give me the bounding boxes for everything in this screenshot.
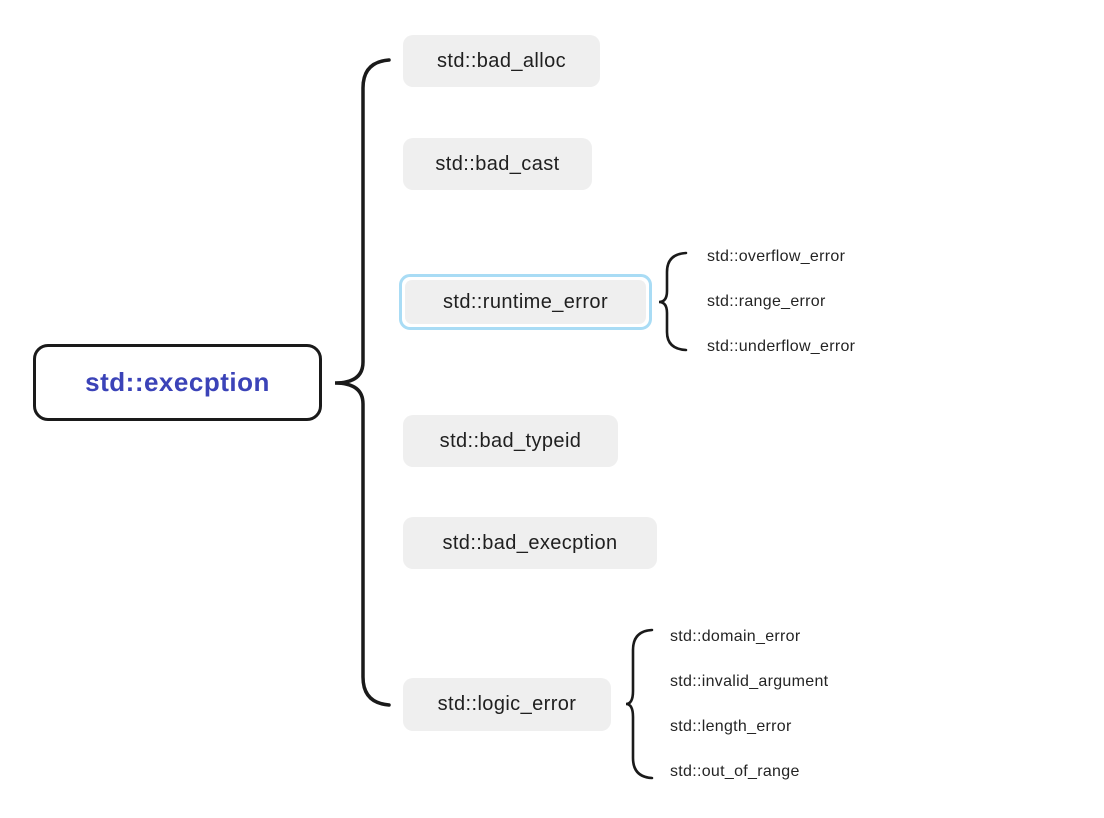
node-runtime-error-label: std::runtime_error [405, 280, 646, 324]
leaf-underflow-error[interactable]: std::underflow_error [707, 338, 856, 355]
leaf-domain-error[interactable]: std::domain_error [670, 628, 801, 645]
node-bad-alloc[interactable]: std::bad_alloc [403, 35, 600, 87]
leaf-overflow-error[interactable]: std::overflow_error [707, 248, 846, 265]
root-brace [334, 58, 391, 707]
node-bad-typeid[interactable]: std::bad_typeid [403, 415, 618, 467]
root-node-std-exception[interactable]: std::execption [33, 344, 322, 421]
runtime-error-brace [658, 251, 688, 352]
node-runtime-error[interactable]: std::runtime_error [399, 274, 652, 330]
leaf-range-error[interactable]: std::range_error [707, 293, 826, 310]
logic-error-brace [625, 628, 654, 780]
node-bad-cast[interactable]: std::bad_cast [403, 138, 592, 190]
leaf-length-error[interactable]: std::length_error [670, 718, 792, 735]
leaf-invalid-argument[interactable]: std::invalid_argument [670, 673, 829, 690]
leaf-out-of-range[interactable]: std::out_of_range [670, 763, 800, 780]
node-bad-exception[interactable]: std::bad_execption [403, 517, 657, 569]
node-logic-error[interactable]: std::logic_error [403, 678, 611, 731]
